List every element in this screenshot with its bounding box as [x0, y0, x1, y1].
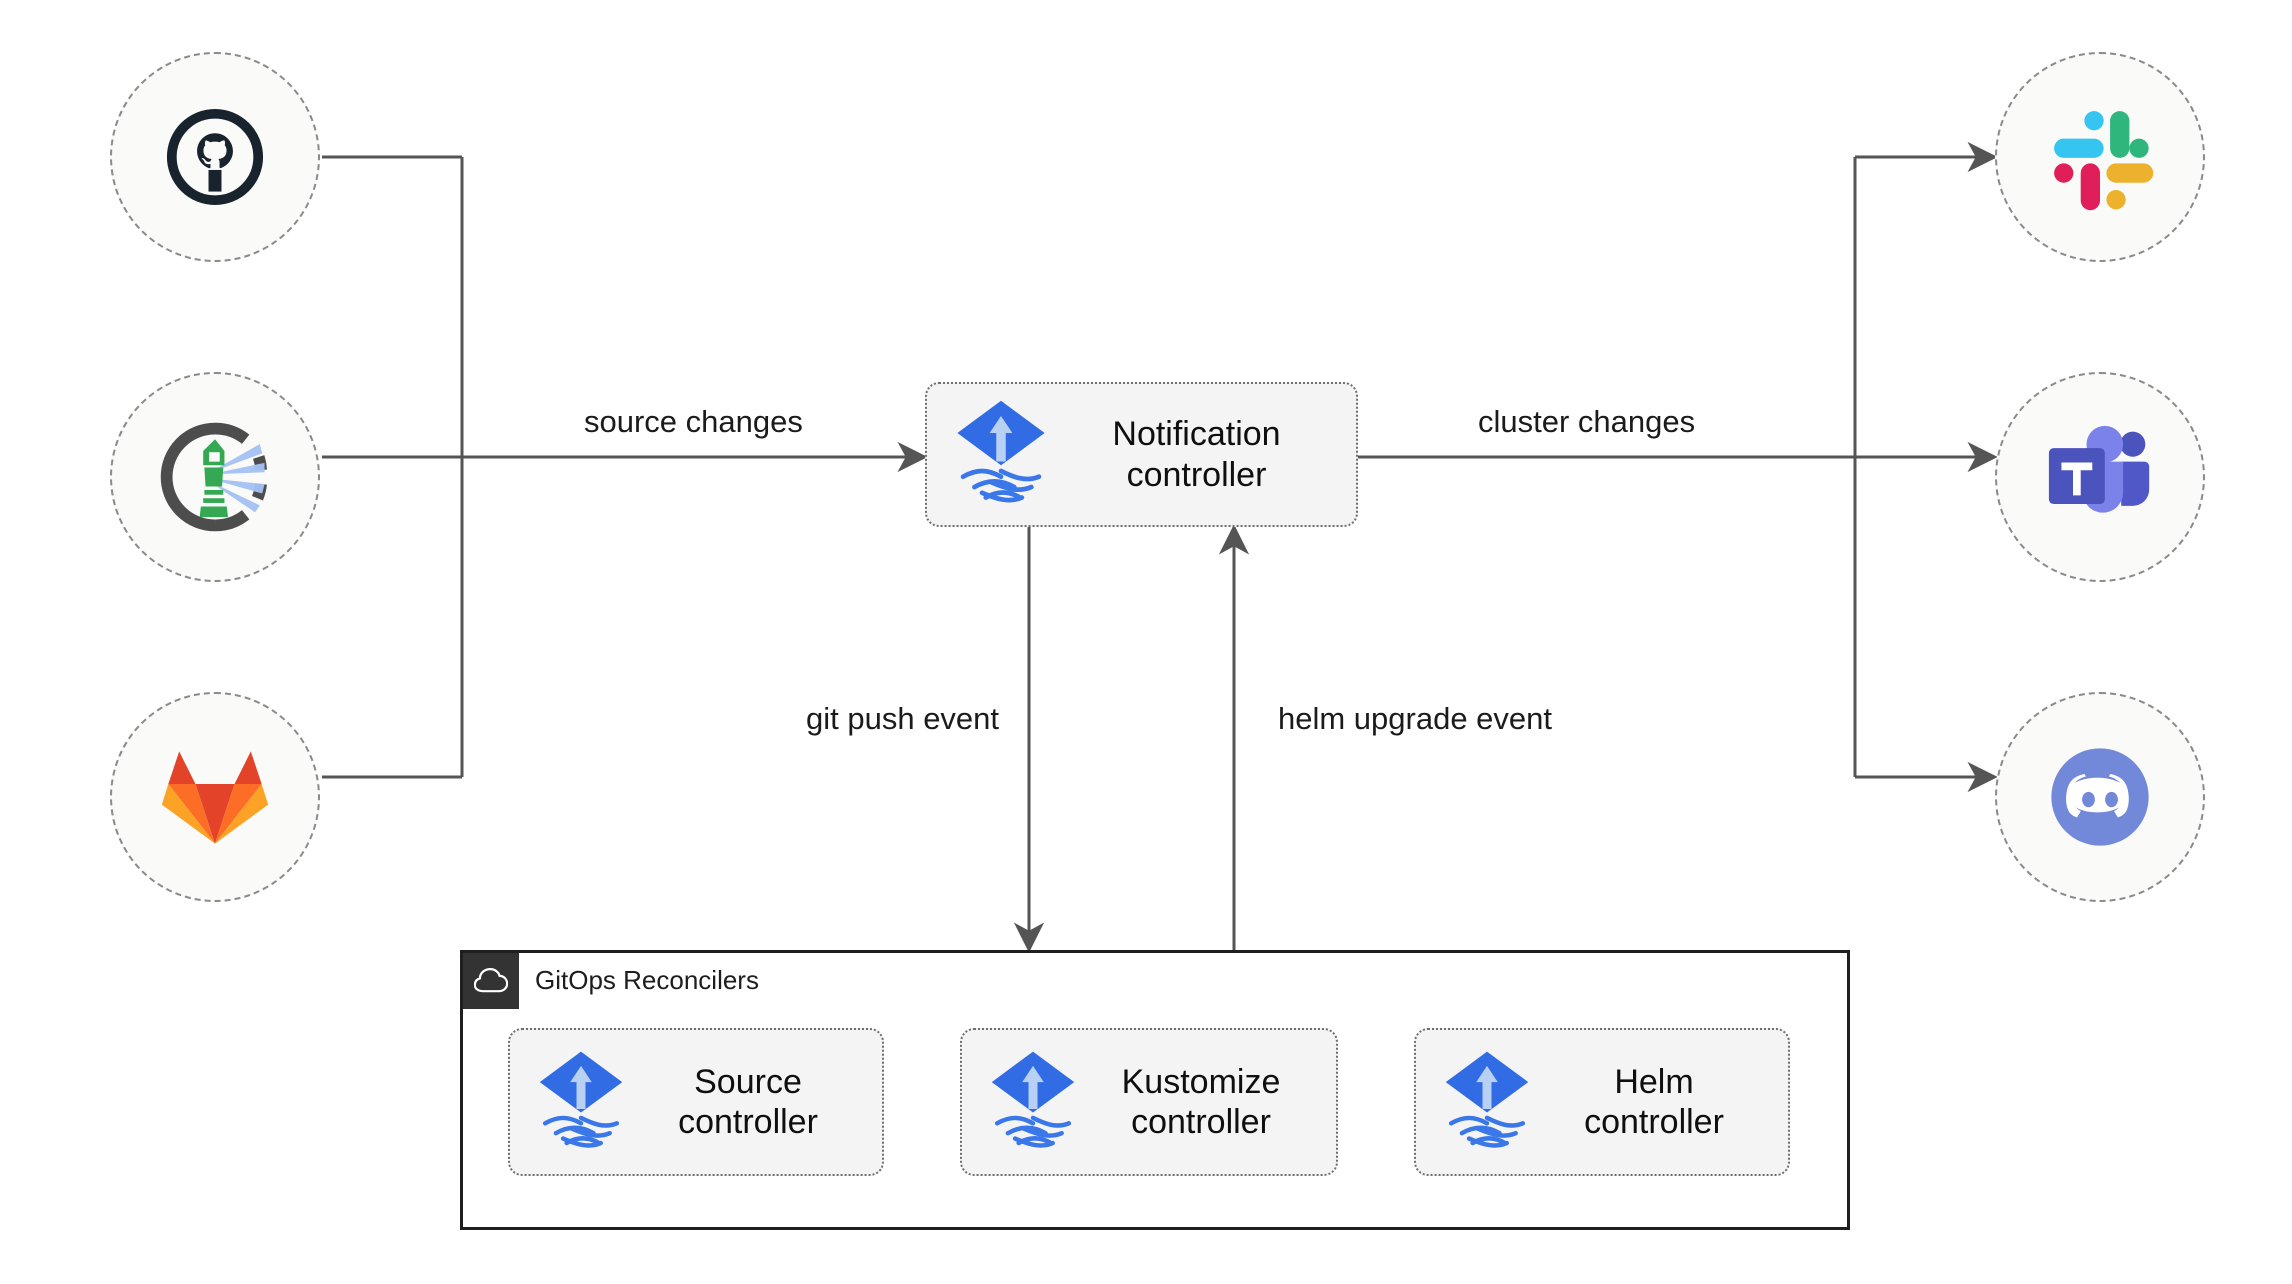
notification-controller-node[interactable]: Notification controller — [925, 382, 1358, 527]
microsoft-teams-icon — [2048, 425, 2150, 513]
notification-controller-label: Notification controller — [1112, 415, 1281, 494]
source-node-gitlab[interactable] — [110, 692, 320, 902]
flux-logo-icon — [536, 1048, 626, 1157]
kustomize-controller-label: Kustomize controller — [1121, 1062, 1281, 1141]
flux-logo-icon — [953, 397, 1049, 512]
flux-oci-lighthouse-icon — [160, 422, 267, 532]
gitops-reconcilers-title: GitOps Reconcilers — [535, 965, 759, 995]
target-node-slack[interactable] — [1995, 52, 2205, 262]
helm-controller-label: Helm controller — [1584, 1062, 1724, 1141]
source-node-github[interactable] — [110, 52, 320, 262]
flux-logo-icon — [1442, 1048, 1532, 1157]
source-controller-label: Source controller — [678, 1062, 818, 1141]
gitlab-icon — [161, 751, 269, 844]
cloud-icon — [474, 968, 508, 993]
flux-logo-icon — [988, 1048, 1078, 1157]
source-node-oci-registry[interactable] — [110, 372, 320, 582]
target-node-microsoft-teams[interactable] — [1995, 372, 2205, 582]
edge-label-git-push-event: git push event — [800, 701, 1006, 737]
edge-label-helm-upgrade-event: helm upgrade event — [1272, 701, 1559, 737]
target-node-discord[interactable] — [1995, 692, 2205, 902]
group-icon-tab — [463, 953, 519, 1009]
edge-label-cluster-changes: cluster changes — [1472, 404, 1702, 440]
kustomize-controller-node[interactable]: Kustomize controller — [960, 1028, 1338, 1176]
source-controller-node[interactable]: Source controller — [508, 1028, 884, 1176]
github-icon — [166, 108, 264, 206]
edge-label-source-changes: source changes — [578, 404, 809, 440]
discord-icon — [2051, 748, 2149, 846]
slack-icon — [2054, 111, 2154, 211]
helm-controller-node[interactable]: Helm controller — [1414, 1028, 1790, 1176]
